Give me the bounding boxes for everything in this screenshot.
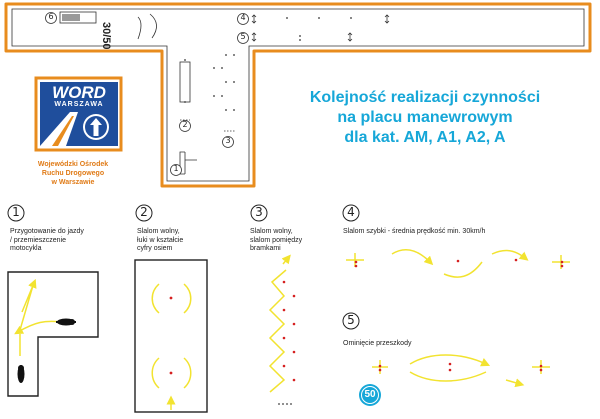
org-line-2: Ruchu Drogowego <box>41 170 105 177</box>
yard-outline <box>4 2 592 188</box>
step-4-caption: Slalom szybki - średnia prędkość min. 30… <box>343 228 486 235</box>
step3-path <box>268 254 291 393</box>
step-number-circles <box>7 204 360 330</box>
map-marker-1: 1 <box>173 164 179 173</box>
step-5-caption: Ominięcie przeszkody <box>343 340 412 347</box>
word-logo <box>34 76 123 152</box>
map-markers <box>45 12 249 176</box>
yard-inner-outline <box>11 8 585 182</box>
step2-lane <box>134 259 208 413</box>
org-line-3: w Warszawie <box>51 179 95 186</box>
speed-sign-label: 50 <box>364 389 376 400</box>
logo-city: WARSZAWA <box>54 101 104 108</box>
org-line-1: Wojewódzki Ośrodek <box>37 161 109 168</box>
yard-cones <box>184 17 352 111</box>
map-marker-2: 2 <box>182 120 188 129</box>
step-5-number: 5 <box>347 313 355 327</box>
speed-sign-circle <box>359 384 381 406</box>
map-marker-3: 3 <box>225 136 231 145</box>
step-4-number: 4 <box>347 205 355 219</box>
map-marker-5: 5 <box>240 32 246 41</box>
title-line-3: dla kat. AM, A1, A2, A <box>344 129 506 146</box>
title-line-2: na placu manewrowym <box>337 109 513 126</box>
page-title: Kolejność realizacji czynności na placu … <box>270 88 580 148</box>
title-line-1: Kolejność realizacji czynności <box>309 89 541 106</box>
step-1-caption: Przygotowanie do jazdy / przemieszczenie… <box>10 228 84 252</box>
step1-area <box>7 271 99 397</box>
organization-name: Wojewódzki Ośrodek Ruchu Drogowego w War… <box>18 160 128 187</box>
step2-path <box>151 283 192 410</box>
logo-word: WORD <box>52 83 106 102</box>
step-2-caption: Slalom wolny, łuki w kształcie cyfry osi… <box>137 228 184 252</box>
step-3-caption: Slalom wolny, slalom pomiędzy bramkami <box>250 228 303 252</box>
map-marker-6: 6 <box>48 12 54 21</box>
step-2-number: 2 <box>140 205 148 219</box>
motorcycle-icon <box>56 318 76 326</box>
step4-path <box>346 249 570 278</box>
step-1-number: 1 <box>12 205 20 219</box>
motorcycle-icon-2 <box>17 365 25 383</box>
step5-path <box>372 354 550 388</box>
step-3-number: 3 <box>255 205 263 219</box>
speed-marking: 30/50 <box>100 22 112 50</box>
map-marker-4: 4 <box>240 13 246 22</box>
